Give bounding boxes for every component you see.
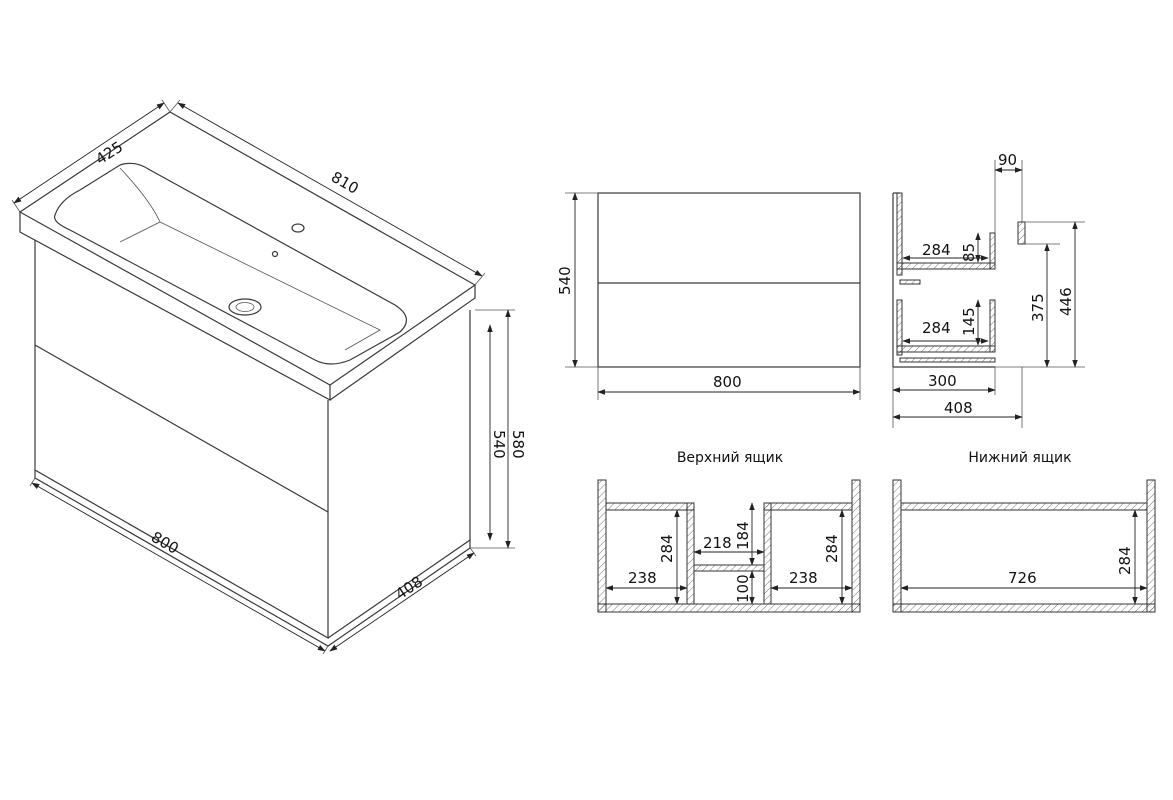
basin-top-rim-right (329, 285, 476, 401)
dim-text-front-540: 540 (556, 266, 574, 295)
dim-iso-425: 425 (11, 99, 171, 213)
basin-top-outline (18, 111, 477, 386)
side-view: 90 284 85 284 145 375 446 300 408 (892, 151, 1085, 428)
dim-text-upper-284-right: 284 (823, 534, 841, 563)
dim-text-upper-184: 184 (734, 521, 752, 550)
dim-text-upper-238-right: 238 (789, 569, 818, 587)
dim-text-side-90: 90 (998, 151, 1017, 169)
dim-text-810: 810 (328, 168, 362, 198)
basin-bowl-inner (119, 221, 381, 351)
dim-text-side-408: 408 (944, 399, 973, 417)
dim-text-side-446: 446 (1057, 287, 1075, 316)
front-view: 540 800 (556, 192, 861, 400)
dim-text-upper-238-left: 238 (628, 569, 657, 587)
overflow-hole (271, 250, 279, 258)
dim-text-upper-218: 218 (703, 534, 732, 552)
dim-text-side-284-upper: 284 (922, 241, 951, 259)
dim-iso-408: 408 (329, 547, 477, 652)
dim-text-lower-284: 284 (1116, 546, 1134, 575)
basin-bowl-inner-slope (119, 167, 161, 223)
lower-drawer-caption: Нижний ящик (968, 450, 1071, 466)
drain-hole-inner (235, 302, 255, 312)
cabinet-bottom-gap (34, 470, 471, 647)
dim-text-upper-284-left: 284 (658, 534, 676, 563)
dim-text-side-300: 300 (928, 372, 957, 390)
front-cabinet (597, 192, 861, 368)
dim-text-side-375: 375 (1029, 293, 1047, 322)
dim-text-side-284-lower: 284 (922, 319, 951, 337)
drawer-split (34, 344, 329, 513)
isometric-view: 425 810 580 540 800 408 (11, 99, 527, 655)
lower-drawer-view: Нижний ящик 726 284 (892, 450, 1156, 613)
upper-drawer-caption: Верхний ящик (677, 450, 783, 466)
cabinet-front (34, 240, 329, 640)
upper-drawer-view: Верхний ящик 284 238 218 184 100 284 238 (597, 450, 861, 613)
dim-text-580: 580 (509, 430, 527, 459)
dim-text-upper-100: 100 (734, 574, 752, 603)
dim-text-side-85: 85 (960, 243, 978, 262)
tap-hole (291, 223, 305, 233)
dim-text-lower-726: 726 (1008, 569, 1037, 587)
dim-text-800: 800 (148, 528, 182, 558)
dim-iso-800: 800 (29, 477, 329, 655)
dim-iso-810: 810 (169, 99, 486, 286)
dim-text-540: 540 (490, 430, 508, 459)
drain-hole (228, 298, 262, 316)
dim-text-front-800: 800 (713, 373, 742, 391)
dim-iso-540: 540 (487, 324, 508, 541)
dim-text-425: 425 (92, 138, 126, 169)
basin-top-rim (19, 212, 331, 402)
dim-iso-580: 580 (470, 309, 527, 549)
dim-text-side-145: 145 (960, 307, 978, 336)
